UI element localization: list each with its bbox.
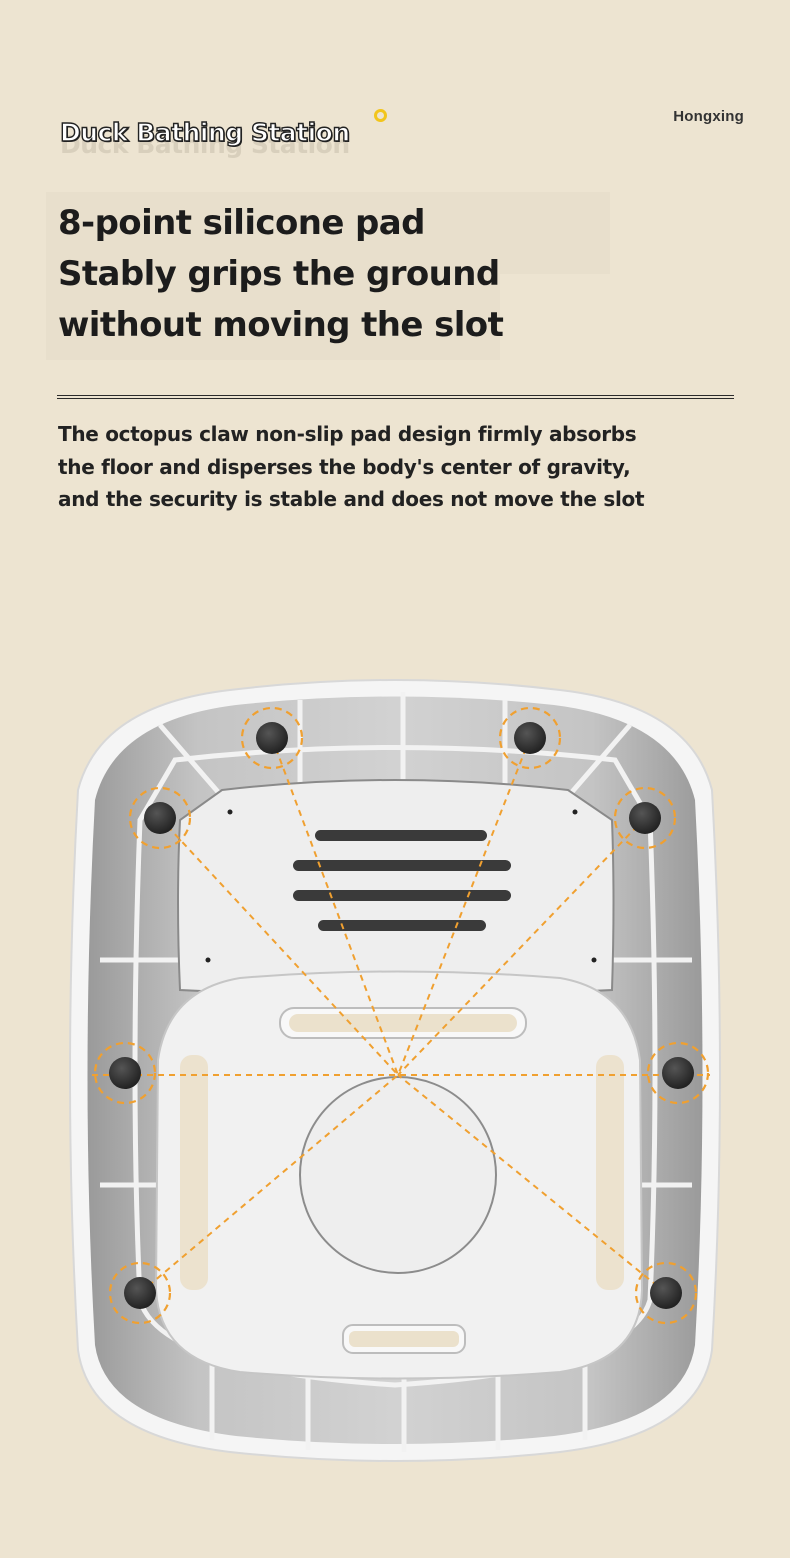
- pad-highlight-ring: [498, 706, 562, 770]
- center-disk: [299, 1076, 497, 1274]
- logo-dot-icon: [374, 109, 387, 122]
- brand-name: Hongxing: [673, 108, 744, 125]
- pad-icon: [514, 722, 546, 754]
- logo-reflection: Duck Bathing Station: [60, 130, 350, 159]
- pad-icon: [650, 1277, 682, 1309]
- pad-icon: [662, 1057, 694, 1089]
- description-line: the floor and disperses the body's cente…: [58, 454, 631, 479]
- silicone-pad: [646, 1041, 710, 1105]
- silicone-pad: [108, 1261, 172, 1325]
- pad-highlight-ring: [240, 706, 304, 770]
- pad-icon: [629, 802, 661, 834]
- gravity-line: [397, 1074, 667, 1294]
- pad-icon: [109, 1057, 141, 1089]
- vent-slots: [293, 830, 511, 931]
- pad-icon: [256, 722, 288, 754]
- description-line: The octopus claw non-slip pad design fir…: [58, 422, 637, 446]
- gravity-line: [139, 1074, 399, 1294]
- silicone-pad: [240, 706, 304, 770]
- logo-text: Duck Bathing Station: [59, 117, 351, 147]
- gravity-lines: [92, 737, 710, 1294]
- gravity-line: [397, 737, 531, 1076]
- gravity-line: [397, 817, 646, 1076]
- silicone-pad: [613, 786, 677, 850]
- description-line: and the security is stable and does not …: [58, 487, 645, 511]
- logo: Duck Bathing Station Duck Bathing Statio…: [59, 109, 400, 166]
- pad-highlight-ring: [128, 786, 192, 850]
- headline-line: 8-point silicone pad: [58, 203, 425, 243]
- headline-line: without moving the slot: [58, 305, 504, 345]
- pad-highlight-ring: [613, 786, 677, 850]
- divider: [57, 395, 734, 399]
- silicone-pads: [93, 706, 710, 1325]
- pad-icon: [144, 802, 176, 834]
- silicone-pad: [128, 786, 192, 850]
- pad-highlight-ring: [646, 1041, 710, 1105]
- pad-highlight-ring: [108, 1261, 172, 1325]
- headline-highlight: [46, 192, 610, 274]
- pad-highlight-ring: [634, 1261, 698, 1325]
- silicone-pad: [498, 706, 562, 770]
- pad-icon: [124, 1277, 156, 1309]
- pad-highlight-ring: [93, 1041, 157, 1105]
- headline-line: Stably grips the ground: [58, 254, 500, 294]
- gravity-line: [159, 817, 399, 1076]
- silicone-pad: [93, 1041, 157, 1105]
- silicone-pad: [634, 1261, 698, 1325]
- description: The octopus claw non-slip pad design fir…: [58, 418, 645, 516]
- side-strip-left: [180, 1055, 208, 1290]
- headline-highlight: [46, 274, 500, 360]
- gravity-line: [271, 737, 399, 1076]
- side-strip-right: [596, 1055, 624, 1290]
- headline: 8-point silicone pad Stably grips the gr…: [58, 198, 504, 351]
